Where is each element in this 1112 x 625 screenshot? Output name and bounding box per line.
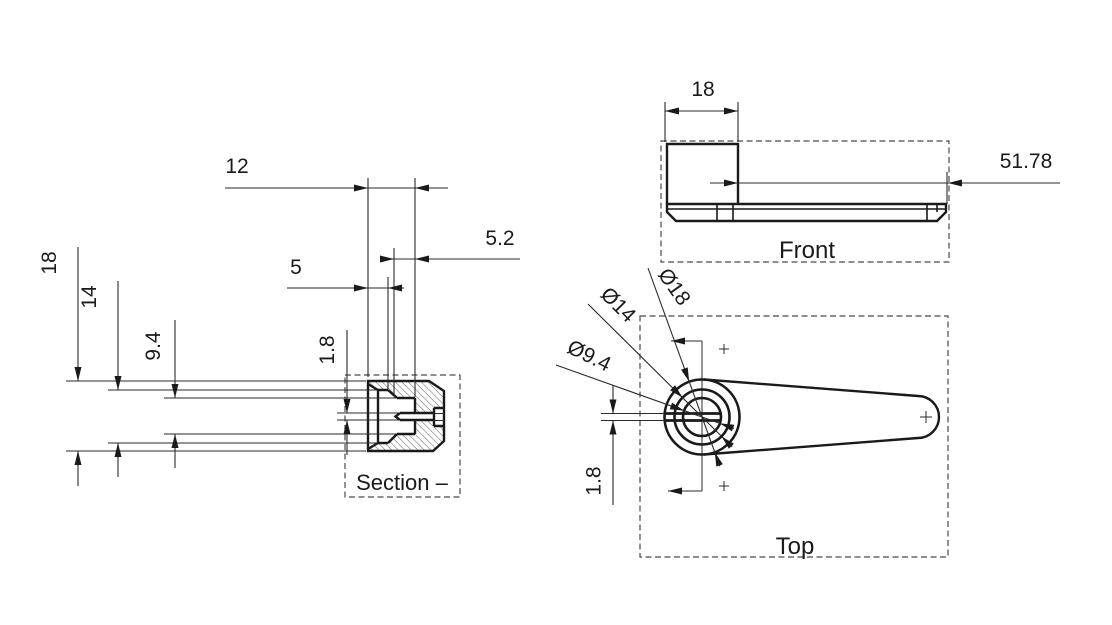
top-centerline-bracket xyxy=(668,337,703,495)
section-dim-lines-top xyxy=(225,184,520,292)
dim-section-counterbore-depth: 5 xyxy=(290,256,302,279)
front-dim-18 xyxy=(664,102,739,142)
top-view-label: Top xyxy=(776,533,815,560)
top-dim-slot xyxy=(609,385,617,505)
section-view: 18 14 9.4 1.8 12 5.2 5 Section – xyxy=(38,155,520,498)
top-lever-outline xyxy=(703,378,941,456)
front-view-label: Front xyxy=(779,237,835,264)
dim-top-outer-diameter: Ø18 xyxy=(653,264,695,310)
dim-section-bore-height: 9.4 xyxy=(142,331,165,361)
dim-section-slot-width: 1.8 xyxy=(316,335,339,364)
top-bore-circle xyxy=(681,396,723,438)
top-view: Ø18 Ø14 Ø9.4 1.8 Top xyxy=(555,264,949,560)
dim-section-depth: 12 xyxy=(225,155,248,178)
top-diameter-leaders xyxy=(555,267,735,467)
dim-top-counterbore-diameter: Ø14 xyxy=(596,283,641,328)
top-counterbore-circle xyxy=(673,388,731,446)
section-bore-edges xyxy=(367,382,444,451)
dim-top-slot-width: 1.8 xyxy=(583,466,606,495)
dim-section-counterbore-height: 14 xyxy=(78,285,101,309)
front-silhouette-ticks xyxy=(716,204,938,221)
front-view-box xyxy=(660,140,950,263)
front-view: 18 51.78 Front xyxy=(660,78,1060,264)
top-view-box xyxy=(639,315,949,558)
top-outer-circle xyxy=(663,378,741,456)
top-center-marks xyxy=(719,344,932,491)
section-outline xyxy=(366,379,446,453)
dim-front-hub-width: 18 xyxy=(691,78,714,101)
dim-section-step-depth: 5.2 xyxy=(485,227,514,250)
section-extension-lines-left xyxy=(66,380,399,452)
section-hatch xyxy=(368,381,444,451)
front-dim-51-78 xyxy=(710,172,1060,204)
section-view-label: Section – xyxy=(356,470,448,495)
section-thread-lines xyxy=(434,412,444,422)
front-lever-outline xyxy=(665,202,948,223)
section-extension-lines-top xyxy=(367,178,416,397)
section-view-box xyxy=(344,374,461,498)
dim-front-length: 51.78 xyxy=(1000,150,1053,173)
front-hub-outline xyxy=(665,142,740,204)
section-dim-lines-left xyxy=(74,247,351,486)
dim-section-height: 18 xyxy=(38,251,61,274)
